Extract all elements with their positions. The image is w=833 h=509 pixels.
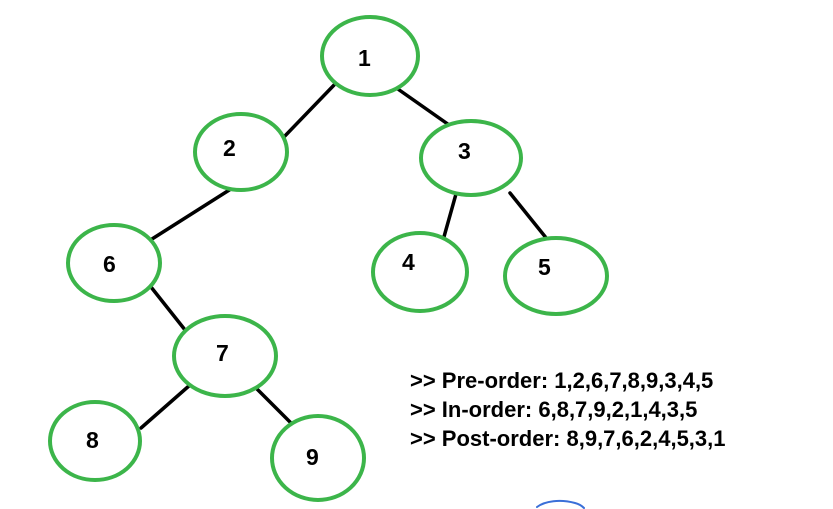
- tree-node-9: 9: [270, 414, 366, 502]
- tree-node-6: 6: [66, 223, 162, 303]
- edge-3-5: [508, 191, 549, 241]
- node-5-label: 5: [538, 254, 551, 280]
- node-2-circle: [193, 112, 289, 192]
- node-8-label: 8: [86, 427, 99, 453]
- postorder-traversal: >> Post-order: 8,9,7,6,2,4,5,3,1: [410, 426, 726, 451]
- edge-2-6: [150, 185, 236, 241]
- node-9-label: 9: [306, 444, 319, 470]
- edge-7-9: [252, 384, 294, 426]
- tree-nodes: 1 2 3 4 5 6 7 8: [48, 15, 609, 502]
- node-8-circle: [48, 400, 142, 482]
- node-2-label: 2: [223, 135, 236, 161]
- inorder-traversal: >> In-order: 6,8,7,9,2,1,4,3,5: [410, 397, 698, 422]
- tree-node-2: 2: [193, 112, 289, 192]
- node-3-circle: [419, 119, 523, 197]
- tree-node-4: 4: [371, 231, 469, 313]
- traversal-list: >> Pre-order: 1,2,6,7,8,9,3,4,5 >> In-or…: [410, 366, 726, 453]
- edge-7-8: [139, 383, 192, 430]
- tree-node-1: 1: [320, 15, 420, 97]
- node-9-circle: [270, 414, 366, 502]
- edge-1-2: [280, 81, 338, 141]
- preorder-traversal: >> Pre-order: 1,2,6,7,8,9,3,4,5: [410, 368, 714, 393]
- node-3-label: 3: [458, 138, 471, 164]
- node-6-label: 6: [103, 251, 116, 277]
- pen-scribble: [536, 499, 585, 509]
- node-4-label: 4: [402, 249, 415, 275]
- tree-node-5: 5: [503, 236, 609, 316]
- tree-node-8: 8: [48, 400, 142, 482]
- tree-node-3: 3: [419, 119, 523, 197]
- tree-node-7: 7: [172, 314, 278, 398]
- node-1-label: 1: [358, 45, 371, 71]
- node-7-label: 7: [216, 340, 229, 366]
- edge-1-3: [393, 85, 454, 129]
- node-6-circle: [66, 223, 162, 303]
- node-1-circle: [320, 15, 420, 97]
- node-4-circle: [371, 231, 469, 313]
- node-7-circle: [172, 314, 278, 398]
- node-5-circle: [503, 236, 609, 316]
- tree-edges: [139, 81, 549, 430]
